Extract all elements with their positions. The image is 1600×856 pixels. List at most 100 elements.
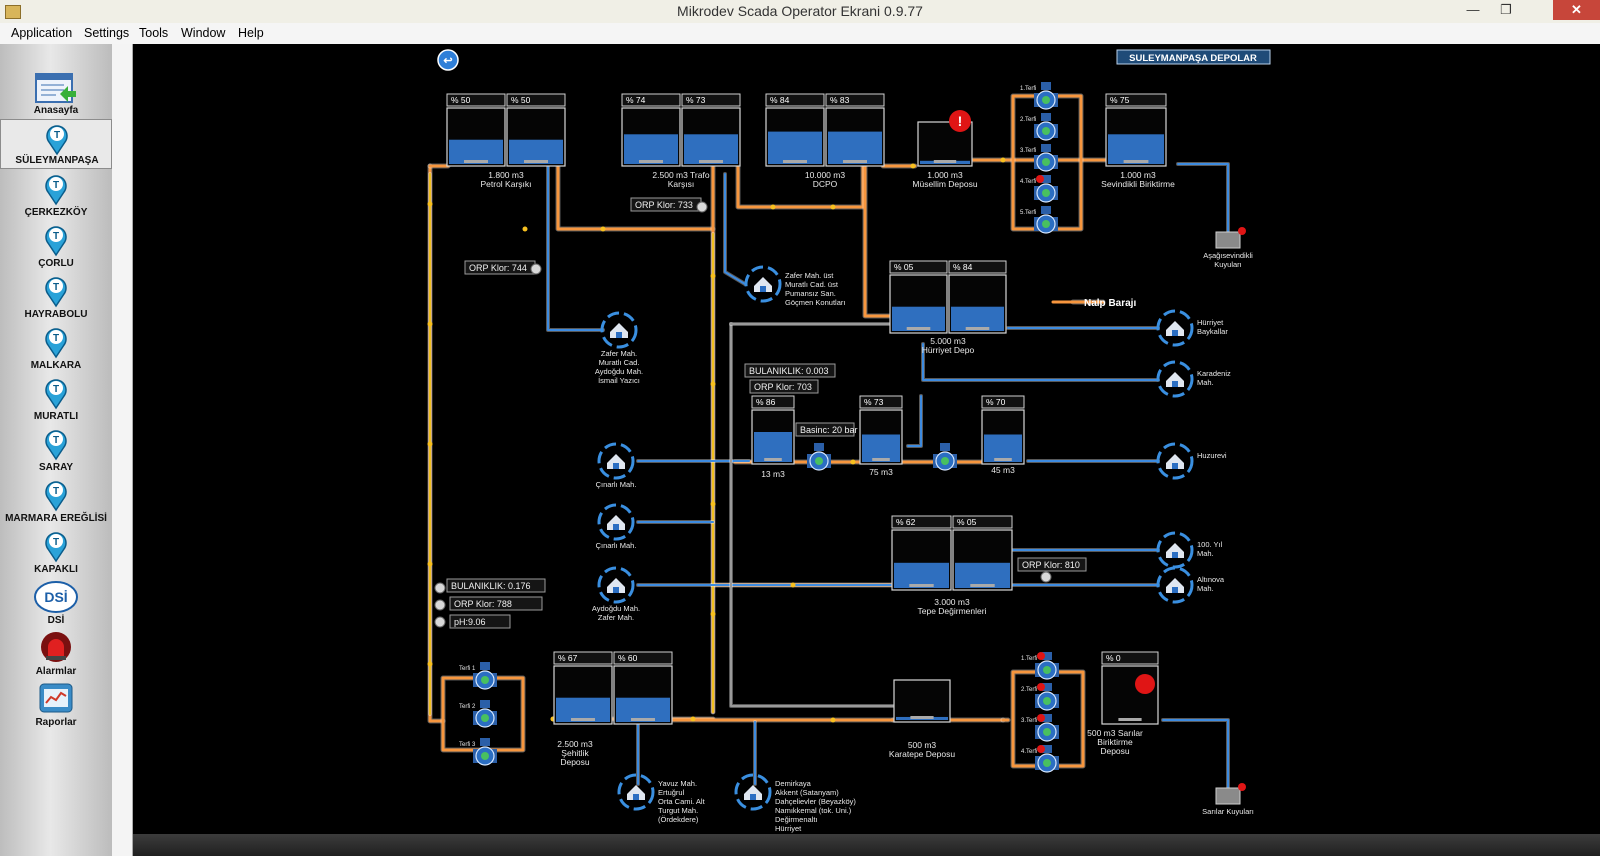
tank-outlet xyxy=(783,160,807,163)
gauge-icon xyxy=(530,263,542,275)
minimize-button[interactable]: — xyxy=(1466,2,1480,17)
maximize-button[interactable]: ❐ xyxy=(1500,2,1512,17)
readout-ph: pH:9.06 xyxy=(434,614,511,629)
sidebar-item-anasayfa[interactable]: Anasayfa xyxy=(0,68,112,118)
pump-top-3[interactable]: 3.Terfi xyxy=(1020,144,1058,172)
menu-help[interactable]: Help xyxy=(238,26,264,40)
tank-dcpo[interactable]: % 84% 83 xyxy=(765,93,885,167)
pump-top-2[interactable]: 2.Terfi xyxy=(1020,113,1058,141)
sidebar-item-alarmlar[interactable]: Alarmlar xyxy=(0,629,112,679)
tank-tepe[interactable]: % 62% 05 xyxy=(891,515,1013,591)
tank-13m3[interactable]: % 86 xyxy=(751,395,795,465)
menu-tools[interactable]: Tools xyxy=(139,26,169,40)
tank-45m3[interactable]: % 70 xyxy=(981,395,1025,465)
tank-75m3[interactable]: % 73 xyxy=(859,395,903,465)
sidebar-item-label: ÇORLU xyxy=(38,258,74,269)
tank-label: 2.500 m3 xyxy=(557,739,593,749)
well-label: Sarılar Kuyuları xyxy=(1202,807,1254,816)
back-button[interactable] xyxy=(437,49,459,71)
alarm-icon[interactable] xyxy=(949,110,971,132)
consumer-cinarli2[interactable]: Çınarlı Mah. xyxy=(596,503,637,550)
readout-orp3: ORP Klor: 703 xyxy=(749,379,819,394)
tank-sehitlik[interactable]: % 67% 60 xyxy=(553,651,673,725)
tank-water xyxy=(509,139,563,164)
well-sarilar[interactable]: Sarılar Kuyuları xyxy=(1202,783,1254,816)
tank-water xyxy=(828,131,882,164)
menu-window[interactable]: Window xyxy=(181,26,226,40)
consumer-label: Muratlı Cad. xyxy=(599,358,640,367)
tank-label: Karatepe Deposu xyxy=(889,749,955,759)
tank-outlet xyxy=(906,327,931,330)
tank-sevindikli[interactable]: % 75 xyxy=(1105,93,1167,167)
flow-arrow-icon xyxy=(522,226,528,232)
consumer-aydogdu[interactable]: Aydoğdu Mah.Zafer Mah. xyxy=(592,566,640,622)
pump-right-1[interactable]: 1.Terfi xyxy=(1021,652,1059,680)
pump-top-1[interactable]: 1.Terfi xyxy=(1020,82,1058,110)
close-button[interactable]: ✕ xyxy=(1553,0,1600,20)
tank-label: 13 m3 xyxy=(761,469,785,479)
consumer-label: Demirkaya xyxy=(775,779,812,788)
consumer-cinarli1[interactable]: Çınarlı Mah. xyxy=(596,442,637,489)
pump-top-4[interactable]: 4.Terfi xyxy=(1020,175,1058,203)
sidebar-item-raporlar[interactable]: Raporlar xyxy=(0,680,112,730)
pump-motor xyxy=(1042,745,1052,753)
pump-right-2[interactable]: 2.Terfi xyxy=(1021,683,1059,711)
house-icon xyxy=(1166,578,1184,593)
map-pin-icon: T xyxy=(45,481,67,512)
pump-basinc-2[interactable] xyxy=(933,443,957,471)
flow-arrow-icon xyxy=(1000,157,1006,163)
pump-left-3[interactable]: Terfi 3 xyxy=(459,738,497,766)
menu-settings[interactable]: Settings xyxy=(84,26,130,40)
pump-top-5[interactable]: 5.Terfi xyxy=(1020,206,1058,234)
consumer-huzurevi[interactable]: Huzurevi xyxy=(1156,442,1227,480)
pump-right-4[interactable]: 4.Terfi xyxy=(1021,745,1059,773)
tank-level-box xyxy=(613,651,673,665)
pump-basinc-1[interactable] xyxy=(807,443,831,471)
pump-left-2[interactable]: Terfi 2 xyxy=(459,700,497,728)
tank-water xyxy=(892,306,945,331)
tank-outlet xyxy=(970,584,995,587)
house-door xyxy=(1172,330,1178,336)
tank-label: 75 m3 xyxy=(869,467,893,477)
tank-karatepe[interactable] xyxy=(893,679,951,723)
tank-sarilar[interactable]: % 0 xyxy=(1101,651,1159,725)
consumer-ring xyxy=(597,503,635,541)
pipe-karadeniz xyxy=(922,343,1159,381)
menu-application[interactable]: Application xyxy=(11,26,73,40)
tank-outlet xyxy=(631,718,655,721)
tank-level-box xyxy=(952,515,1013,529)
bell-alarm-icon[interactable] xyxy=(1135,674,1155,694)
tank-petrol[interactable]: % 50% 50 xyxy=(446,93,566,167)
tank-hurriyet[interactable]: % 05% 84 xyxy=(889,260,1007,334)
house-door xyxy=(1172,587,1178,593)
sidebar-splitter[interactable] xyxy=(112,44,133,856)
pump-motor xyxy=(1041,175,1051,183)
flow-arrow-icon xyxy=(427,201,433,207)
tank-level-box xyxy=(825,93,885,107)
gauge-icon xyxy=(434,599,446,611)
pump-left-1[interactable]: Terfi 1 xyxy=(459,662,497,690)
tank-trafo[interactable]: % 74% 73 xyxy=(621,93,741,167)
consumer-zafer2[interactable]: Zafer Mah.Muratlı Cad.Aydoğdu Mah.İsmail… xyxy=(595,311,643,385)
svg-text:T: T xyxy=(53,537,59,548)
pump-alarm-icon xyxy=(1036,175,1044,183)
pump-right-3[interactable]: 3.Terfi xyxy=(1021,714,1059,742)
